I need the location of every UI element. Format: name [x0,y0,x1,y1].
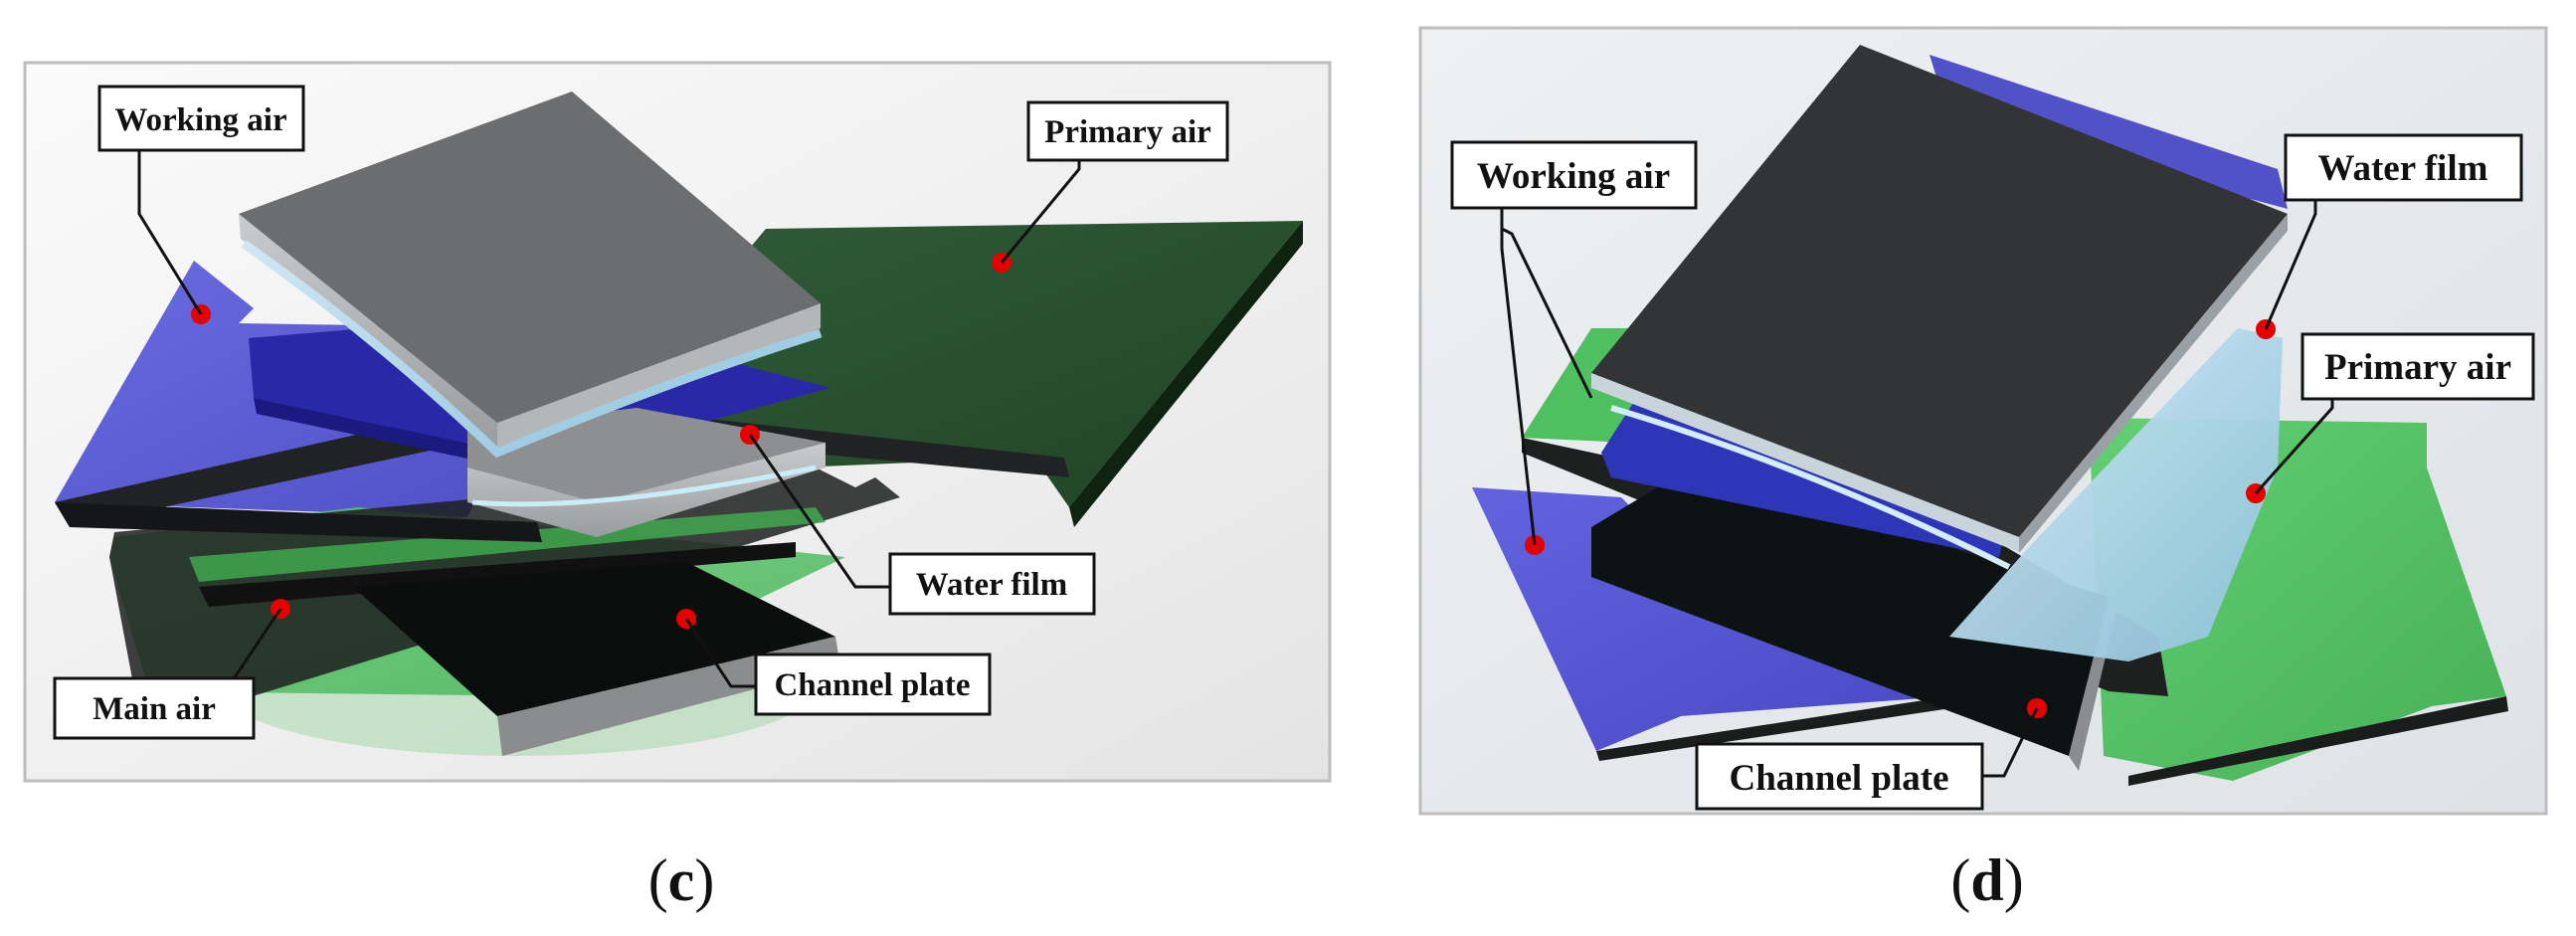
back-blue-sheet [1930,55,2288,209]
working-air-arrow-d-edge [1596,696,1951,761]
lower-water-edge [471,465,817,507]
top-plate-c-right-side [497,303,821,448]
lower-frame-green-strip [189,507,826,582]
caption-c: (c) [648,847,715,913]
caption-d: (d) [1950,847,2023,913]
label-text: Working air [114,102,286,138]
channel-plate-d [1591,468,2109,756]
caption-c-letter: c [668,847,695,913]
label-text: Primary air [2324,347,2511,388]
primary-air-arrow-d-edge [2128,696,2508,786]
primary-air-arrow-edge [1069,221,1303,527]
label-text: Channel plate [1729,758,1948,799]
label-working-air-c: Working air [97,85,305,152]
top-plate-d-right-edge [2019,214,2288,553]
label-text: Working air [1477,156,1670,197]
label-water-film-c: Water film [888,552,1096,616]
label-text: Primary air [1044,114,1211,150]
lower-frame-bar [199,542,796,607]
label-water-film-d: Water film [2284,133,2523,202]
label-channel-plate-c: Channel plate [754,653,992,716]
panel-d: Working air Water film Primary air Chann… [1418,26,2548,816]
label-text: Channel plate [774,667,970,703]
label-main-air-c: Main air [53,676,256,740]
water-film-panel-d [1949,328,2283,661]
label-text: Main air [92,691,216,727]
leader-lines-c [137,149,1081,688]
panel-c: Working air Primary air Water film Main … [23,61,1332,783]
label-text: Water film [916,567,1067,603]
label-working-air-d: Working air [1450,140,1698,210]
top-plate-c [239,92,821,423]
water-film-c [241,240,823,459]
lower-plate-c-side [467,443,826,537]
marker-channel-plate-d [2027,698,2047,718]
caption-d-letter: d [1970,847,2003,913]
label-channel-plate-d: Channel plate [1695,742,1984,811]
water-film-d-edge [1610,405,2011,570]
top-plate-d-front-edge [1591,373,2019,552]
label-text: Water film [2318,148,2488,189]
upper-frame-edge [55,502,542,542]
label-primary-air-d: Primary air [2300,332,2535,401]
channel-plate-c [353,562,835,716]
top-plate-d [1591,45,2288,537]
leader-lines-d [1500,199,2334,778]
label-primary-air-c: Primary air [1026,100,1229,162]
